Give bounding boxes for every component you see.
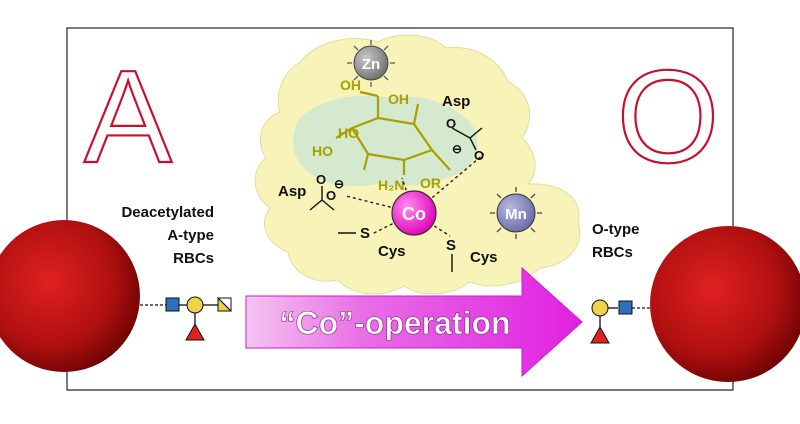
- asp-top-carboxylate: [451, 127, 483, 151]
- arrow-label: “Co”-operation: [279, 305, 510, 341]
- asp-left-label: Asp: [278, 183, 306, 200]
- glycan-circle-yellow-right: [591, 299, 609, 317]
- left-label-line1: Deacetylated: [121, 204, 214, 221]
- asp-left-atoms: O O ⊖: [316, 172, 344, 203]
- sugar-structure: [335, 90, 451, 175]
- co-ion: Co: [391, 190, 437, 236]
- s-left-label: S: [360, 225, 370, 242]
- asp-left-carboxylate: [309, 186, 335, 211]
- asp-top-atoms: O O ⊖: [446, 116, 484, 163]
- right-label-line2: RBCs: [592, 244, 633, 261]
- sugar-h2n: H₂N: [378, 177, 404, 193]
- letter-o: O: [617, 43, 720, 190]
- sugar-ho-left: HO: [312, 143, 333, 159]
- pink-arrow: “Co”-operation: [245, 266, 583, 378]
- rbc-right: [650, 226, 800, 382]
- rbc-left: [0, 220, 140, 372]
- left-label-line2: A-type: [167, 227, 214, 244]
- zn-label: Zn: [362, 56, 380, 73]
- asp-top-charge: ⊖: [452, 142, 462, 156]
- left-label: Deacetylated A-type RBCs: [121, 204, 214, 267]
- right-label: O-type RBCs: [592, 221, 640, 261]
- glycan-chain-left: [140, 296, 233, 341]
- asp-left-o1: O: [316, 172, 326, 187]
- mn-ion: Mn: [490, 187, 542, 239]
- s-right-label: S: [446, 237, 456, 254]
- sugar-ho-left2: HO: [338, 125, 359, 141]
- mn-label: Mn: [505, 206, 527, 223]
- sugar-or: OR: [420, 175, 441, 191]
- glycan-triangle-red: [185, 322, 205, 341]
- glycan-square-blue-right: [618, 300, 633, 315]
- asp-top-label: Asp: [442, 93, 470, 110]
- left-label-line3: RBCs: [173, 250, 214, 267]
- binding-pocket: [292, 95, 478, 187]
- sugar-labels: OH OH HO HO H₂N OR: [312, 77, 441, 193]
- right-label-line1: O-type: [592, 221, 640, 238]
- glycan-square-blue: [165, 297, 180, 312]
- cys-right-label: Cys: [470, 249, 498, 266]
- zn-ion: Zn: [347, 40, 395, 87]
- asp-left-charge: ⊖: [334, 177, 344, 191]
- cys-bonds: [338, 232, 453, 272]
- asp-top-o2: O: [474, 148, 484, 163]
- sugar-oh-mid: OH: [388, 91, 409, 107]
- co-label: Co: [402, 204, 426, 224]
- glycan-chain-right: [590, 299, 652, 344]
- asp-top-o1: O: [446, 116, 456, 131]
- cys-left-label: Cys: [378, 243, 406, 260]
- letter-a: A: [84, 43, 172, 190]
- glycan-circle-yellow: [186, 296, 204, 314]
- residue-labels: Asp Asp Cys Cys S S: [278, 93, 498, 266]
- asp-left-o2: O: [326, 188, 336, 203]
- glycan-triangle-red-right: [590, 325, 610, 344]
- sugar-oh-top: OH: [340, 77, 361, 93]
